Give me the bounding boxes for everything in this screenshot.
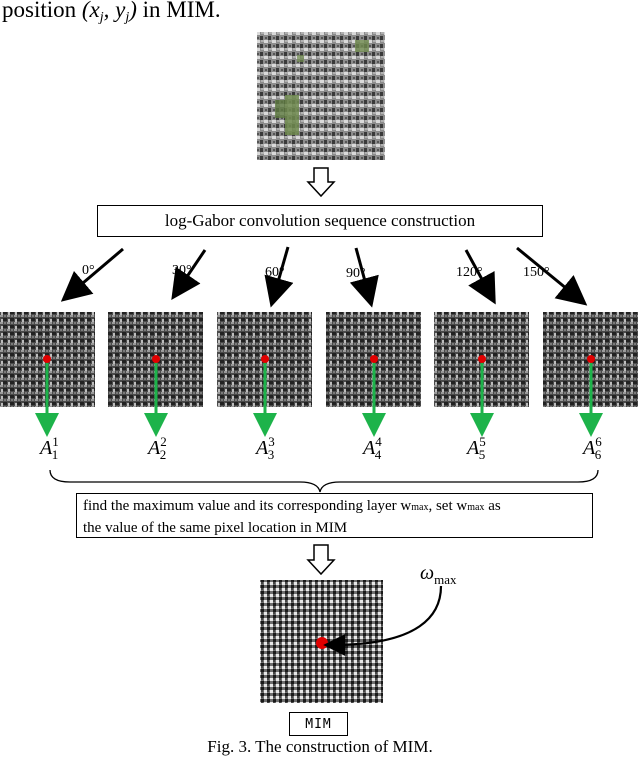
mim-image xyxy=(260,580,383,703)
filtered-images xyxy=(0,312,638,407)
arrow-0deg xyxy=(60,247,124,302)
angle-label-30: 30° xyxy=(172,263,192,278)
omega-max-label: ωmax xyxy=(420,562,457,587)
omega-pointer-line xyxy=(323,585,443,656)
arrow-90deg xyxy=(349,247,379,308)
arrow-30deg xyxy=(171,249,207,300)
mim-red-dot xyxy=(316,637,328,649)
hollow-down-arrow-icon xyxy=(306,167,336,198)
red-dots xyxy=(43,355,595,363)
arrow-120deg xyxy=(464,249,496,305)
find-box-line-1: find the maximum value and its correspon… xyxy=(83,498,501,514)
a-label-2: A22 xyxy=(148,434,167,462)
header-text: position (xj, yj) in MIM. xyxy=(2,0,221,25)
angle-label-0: 0° xyxy=(82,263,95,278)
construction-label: log-Gabor convolution sequence construct… xyxy=(164,211,476,230)
arrow-60deg xyxy=(264,246,294,308)
mim-label: MIM xyxy=(305,716,332,732)
construction-box: log-Gabor convolution sequence construct… xyxy=(97,205,543,237)
green-arrows xyxy=(35,360,603,437)
a-label-1: A11 xyxy=(40,434,59,462)
angle-label-150: 150° xyxy=(523,265,550,280)
a-label-6: A66 xyxy=(583,434,602,462)
curly-brace xyxy=(49,469,599,493)
angle-label-90: 90° xyxy=(346,266,366,281)
hollow-down-arrow-icon xyxy=(306,544,336,576)
angle-label-120: 120° xyxy=(456,265,483,280)
find-box-line-2: the value of the same pixel location in … xyxy=(83,520,348,536)
a-label-3: A33 xyxy=(256,434,275,462)
angle-arrows xyxy=(60,246,588,308)
a-label-4: A44 xyxy=(363,434,382,462)
arrow-150deg xyxy=(516,246,588,306)
satellite-image xyxy=(257,32,385,160)
find-max-box: find the maximum value and its correspon… xyxy=(76,493,593,538)
mim-label-box: MIM xyxy=(289,712,348,736)
angle-label-60: 60° xyxy=(265,265,285,280)
figure-caption: Fig. 3. The construction of MIM. xyxy=(207,737,433,756)
a-label-5: A55 xyxy=(467,434,486,462)
